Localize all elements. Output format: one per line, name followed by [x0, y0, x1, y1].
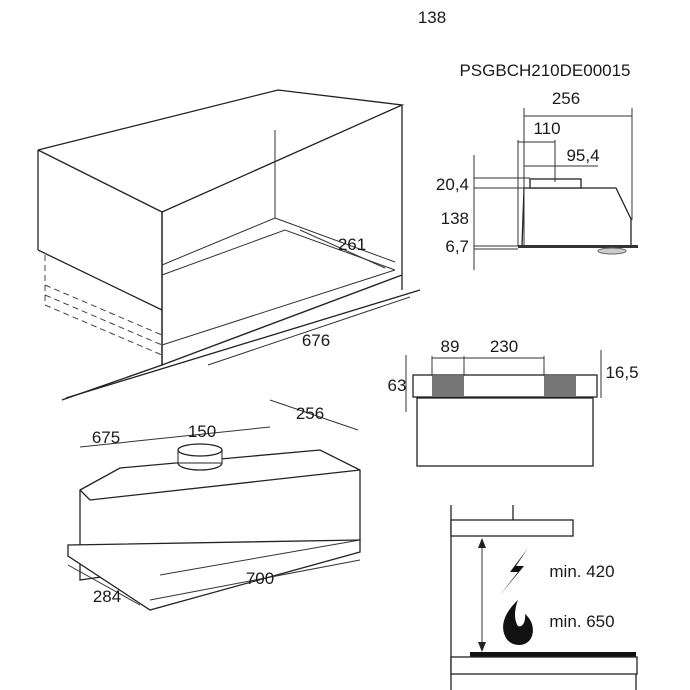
- front-view-drawing: 89 230 63 16,5: [388, 337, 639, 467]
- cabinet-depth-label: 261: [338, 235, 366, 254]
- hood-front-width: 700: [246, 569, 274, 588]
- hood-depth: 256: [296, 404, 324, 423]
- hood-drawing: 675 150 256 700 284: [67, 399, 361, 611]
- side-view-drawing: 256 110 95,4 20,4 138 6,7: [436, 89, 638, 270]
- electric-clearance-label: min. 420: [549, 562, 614, 581]
- side-bottom-height: 6,7: [445, 237, 469, 256]
- page-number: 138: [418, 8, 446, 27]
- flame-icon: [503, 600, 533, 645]
- cabinet-drawing: 261 676: [37, 89, 421, 401]
- side-overall-depth: 256: [552, 89, 580, 108]
- model-code: PSGBCH210DE00015: [459, 61, 630, 80]
- front-offset: 89: [441, 337, 460, 356]
- gas-clearance-label: min. 650: [549, 612, 614, 631]
- hood-outlet-diameter: 150: [188, 422, 216, 441]
- front-top-height: 16,5: [605, 363, 638, 382]
- side-body-height: 138: [441, 209, 469, 228]
- side-outlet-height: 20,4: [436, 175, 469, 194]
- lightning-icon: [500, 548, 528, 595]
- cabinet-width-label: 676: [302, 331, 330, 350]
- side-outlet-offset: 110: [533, 119, 560, 138]
- front-outlet-height: 63: [388, 376, 407, 395]
- clearance-drawing: min. 420 min. 650: [450, 505, 638, 690]
- hood-front-depth: 284: [93, 587, 121, 606]
- hood-body-width: 675: [92, 428, 120, 447]
- front-spacing: 230: [490, 337, 518, 356]
- side-outlet-depth: 95,4: [566, 146, 599, 165]
